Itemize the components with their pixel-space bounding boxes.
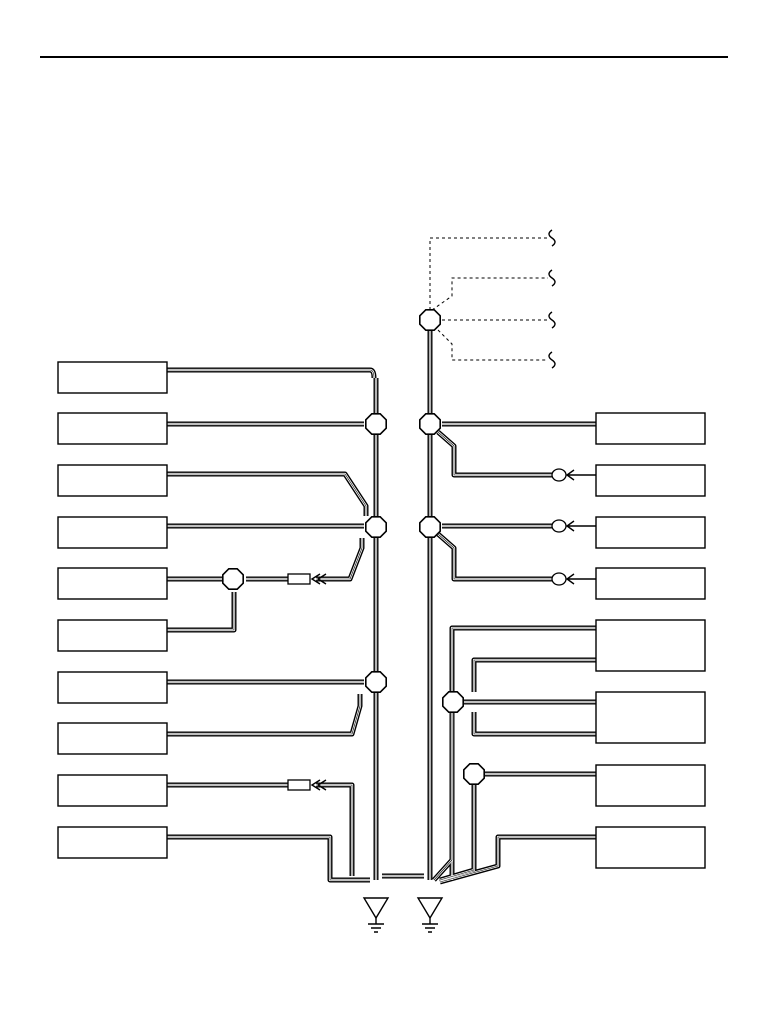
lead-l3	[167, 471, 369, 516]
lead-r5-core	[437, 533, 552, 580]
ground-right-symbol	[422, 918, 438, 933]
connector-arrow-2	[310, 779, 327, 791]
offpage-lead-2	[431, 277, 548, 311]
lead-l10-core	[167, 836, 370, 881]
splice-8	[441, 690, 465, 714]
break-mark-2	[548, 269, 556, 287]
lead-l1	[167, 367, 377, 379]
lead-l6-core	[167, 592, 235, 631]
left-component-box-3	[57, 464, 168, 497]
lead-l9b-inner	[316, 783, 354, 876]
connector-pin-1	[551, 468, 567, 482]
right-component-box-4	[595, 567, 706, 600]
offpage-lead-1	[429, 237, 548, 310]
splice-5	[418, 308, 442, 332]
right-component-box-5	[595, 619, 706, 672]
right-component-box-2	[595, 464, 706, 497]
inline-fuse-2	[287, 779, 311, 791]
lead-l8	[167, 694, 363, 737]
lead-l5c	[316, 538, 365, 582]
lead-r6b	[471, 657, 596, 692]
connector-arrow-3	[565, 469, 596, 481]
ground-left	[362, 897, 390, 920]
break-mark-3	[548, 311, 556, 329]
splice-6	[418, 412, 442, 436]
connector-arrow-4	[565, 520, 596, 532]
lead-r2-inner	[437, 431, 552, 477]
lead-l1-core	[167, 369, 375, 379]
lead-l6-inner	[167, 592, 236, 632]
right-component-box-7	[595, 764, 706, 807]
connector-pin-2	[551, 519, 567, 533]
left-components	[57, 361, 168, 859]
left-component-box-2	[57, 412, 168, 445]
lead-r6b-inner	[472, 658, 596, 692]
lead-l10	[167, 834, 370, 883]
right-components	[595, 412, 706, 869]
splice-3	[364, 670, 388, 694]
lead-r6b-core	[473, 659, 596, 692]
splice-9	[462, 762, 486, 786]
lead-r5-inner	[437, 533, 552, 581]
lead-l6	[167, 592, 237, 633]
lead-l9b-core	[316, 784, 353, 876]
lead-r6c-core	[433, 712, 453, 881]
break-mark-4	[548, 351, 556, 369]
connector-arrow-1	[310, 573, 327, 585]
left-component-box-8	[57, 722, 168, 755]
inline-fuse-1	[287, 573, 311, 585]
left-component-box-5	[57, 567, 168, 600]
lead-r8b-core	[439, 782, 475, 881]
lead-r7b	[471, 712, 596, 737]
splice-7	[418, 515, 442, 539]
inline-parts	[287, 468, 596, 791]
right-component-box-8	[595, 826, 706, 869]
offpage-leads	[429, 229, 556, 369]
left-component-box-6	[57, 619, 168, 652]
lead-r7b-core	[473, 712, 596, 735]
left-component-box-1	[57, 361, 168, 394]
offpage-lead-4	[437, 329, 548, 361]
connector-arrow-5	[565, 573, 596, 585]
lead-r2-core	[437, 431, 552, 476]
lead-l9b	[316, 782, 355, 876]
cable-harness	[167, 330, 596, 885]
lead-r7b-inner	[472, 712, 596, 736]
left-component-box-10	[57, 826, 168, 859]
lead-l8-inner	[167, 694, 362, 736]
lead-r9-core	[439, 836, 596, 883]
right-component-box-1	[595, 412, 706, 445]
lead-l8-core	[167, 694, 361, 735]
left-component-box-7	[57, 671, 168, 704]
splices	[222, 308, 486, 786]
header-rule	[40, 56, 728, 58]
ground-right	[416, 897, 444, 920]
right-component-box-3	[595, 516, 706, 549]
left-component-box-9	[57, 774, 168, 807]
right-component-box-6	[595, 691, 706, 744]
lead-r6c	[432, 712, 455, 882]
splice-1	[364, 412, 388, 436]
lead-l5c-inner	[316, 538, 364, 581]
connector-pin-3	[551, 572, 567, 586]
lead-l3-inner	[167, 472, 368, 516]
grounds	[362, 897, 444, 933]
lead-l3-core	[167, 473, 367, 516]
splice-4	[222, 567, 244, 591]
lead-l10-inner	[167, 835, 370, 882]
ground-left-symbol	[368, 918, 384, 933]
left-component-box-4	[57, 516, 168, 549]
lead-l5c-core	[316, 538, 363, 580]
splice-2	[364, 515, 388, 539]
break-mark-1	[548, 229, 556, 247]
lead-r6c-inner	[433, 712, 454, 881]
